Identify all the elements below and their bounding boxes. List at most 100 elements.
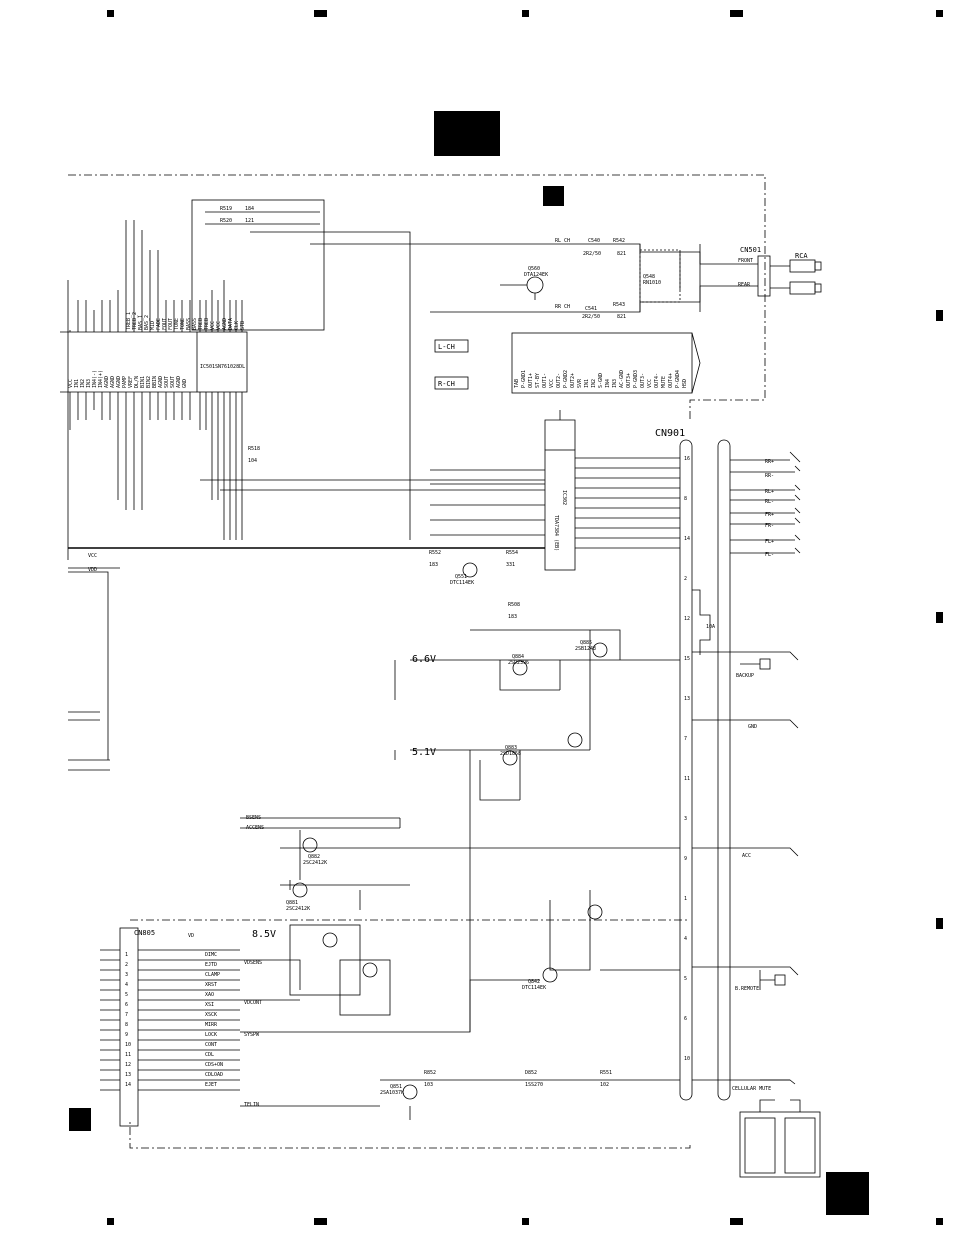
q851-part: 2SA1037K <box>380 1090 404 1096</box>
r520-value: 121 <box>245 218 254 224</box>
ic501-pin-label: VCC <box>216 321 222 330</box>
q881-part: 2SC2412K <box>286 906 310 912</box>
ic-pin-label: VCC <box>68 379 74 388</box>
cn805-pin-number: 10 <box>125 1042 131 1048</box>
b6v-label: 6.6V <box>412 654 436 665</box>
registration-mark <box>730 10 743 17</box>
ic302-pin-table-label: MUTE <box>661 376 667 388</box>
cn901-pin-number: 16 <box>684 456 690 462</box>
ic-pin-label: IN4(-) <box>92 370 98 388</box>
q884-label: Q884 <box>512 654 524 660</box>
cn901-pin-number: 12 <box>684 616 690 622</box>
ic302-pin-table-label: OUT1- <box>542 373 548 388</box>
cn501-label: CN501 <box>740 246 761 254</box>
rr-ch-label: RR CH <box>555 304 570 310</box>
page-tab-block <box>826 1172 869 1215</box>
ic501-pin-label: FOUT <box>168 318 174 330</box>
r542-label: R542 <box>613 238 625 244</box>
ic-pin-label: AGND <box>176 376 182 388</box>
q842-label: Q842 <box>528 979 540 985</box>
c540-value: 2R2/50 <box>583 251 601 257</box>
ic302-pin-table-label: P-GND4 <box>675 370 681 388</box>
rr-minus-label: RR- <box>765 473 774 479</box>
ic-pin-label: IN1 <box>74 379 80 388</box>
r552-value: 183 <box>429 562 438 568</box>
ic501-pin-label: CLK <box>234 321 240 330</box>
rl-plus-label: RL+ <box>765 489 774 495</box>
ic302-pin-table-label: IN2 <box>591 379 597 388</box>
q560-label: Q560 <box>528 266 540 272</box>
cn901-pin-number: 14 <box>684 536 690 542</box>
ic501-pin-label: MID <box>150 321 156 330</box>
cn805-label: CN805 <box>134 929 155 937</box>
cn901-pin-number: 2 <box>684 576 687 582</box>
ic302-pin-table-label: P-GND1 <box>521 370 527 388</box>
cn805-pin-number: 1 <box>125 952 128 958</box>
vdd-label: VDD <box>88 567 97 573</box>
cn901-pin-number: 1 <box>684 896 687 902</box>
ic501-pin-label: DATA <box>228 318 234 330</box>
r518-label: R518 <box>248 446 260 452</box>
ic-pin-label: AGND <box>116 376 122 388</box>
section-marker-block <box>543 186 564 206</box>
r520-label: R520 <box>220 218 232 224</box>
cn805-pin-number: 12 <box>125 1062 131 1068</box>
cellular-mute-label: CELLULAR MUTE <box>732 1086 771 1092</box>
ic-pin-label: BIN2 <box>146 376 152 388</box>
cn805-pin-label: MIRR <box>205 1022 218 1028</box>
ic501-pin-label: FADE <box>156 318 162 330</box>
cn901-pin-number: 13 <box>684 696 690 702</box>
ic-pin-label: GND <box>182 379 188 388</box>
cn805-pin-label: CONT <box>205 1042 217 1048</box>
cn805-pin-number: 13 <box>125 1072 131 1078</box>
cn805-pin-number: 11 <box>125 1052 131 1058</box>
cn901-pin-number: 10 <box>684 1056 690 1062</box>
r543-label: R543 <box>613 302 625 308</box>
registration-mark <box>730 1218 743 1225</box>
q884-part: 2SD2396 <box>508 660 529 666</box>
ic501-label: IC501 <box>200 364 215 370</box>
rl-minus-label: RL- <box>765 499 774 505</box>
ic-pin-label: IN4(+) <box>98 370 104 388</box>
ic-pin-label: SOUT <box>164 376 170 388</box>
ic501-pin-label: TREB_2 <box>132 312 138 330</box>
registration-mark <box>936 918 943 929</box>
q881-label: Q881 <box>286 900 298 906</box>
ic501-pin-label: TREB <box>204 318 210 330</box>
ic302-pin-table-label: TAB <box>514 379 520 388</box>
ic501-pin-label: TREB_1 <box>126 312 132 330</box>
backup-label: BACKUP <box>736 673 754 679</box>
cn805-pin-number: 5 <box>125 992 128 998</box>
cn805-pin-number: 2 <box>125 962 128 968</box>
ic302-pin-table-label: OUT1+ <box>528 373 534 388</box>
registration-mark <box>936 612 943 623</box>
ic302-pin-table-label: OUT3+ <box>626 373 632 388</box>
cn901-pin-number: 4 <box>684 936 687 942</box>
ic501-pin-label: BAS_1 <box>138 315 144 330</box>
cn901-pin-number: 9 <box>684 856 687 862</box>
registration-mark <box>936 10 943 17</box>
cn805-pin-label: XAO <box>205 992 214 998</box>
ic501-pin-label: TREB <box>198 318 204 330</box>
rr-plus-label: RR+ <box>765 459 774 465</box>
acc-label: ACC <box>742 853 751 859</box>
ic501-pin-label: VCC <box>210 321 216 330</box>
ic302-pin-table-label: VCC <box>549 379 555 388</box>
q882-part: 2SC2412K <box>303 860 327 866</box>
registration-mark <box>522 10 529 17</box>
ic-pin-label: BIN1 <box>140 376 146 388</box>
registration-mark <box>936 1218 943 1225</box>
bsens-label: BSENS <box>246 815 261 821</box>
registration-mark <box>314 1218 327 1225</box>
ic302-pin-table-label: IN4 <box>605 379 611 388</box>
cn901-pin-number: 3 <box>684 816 687 822</box>
telin-label: TELIN <box>244 1102 259 1108</box>
ic302-pin-table-label: OUT4+ <box>668 373 674 388</box>
cn805-pin-number: 8 <box>125 1022 128 1028</box>
vdsens-label: VDSENS <box>244 960 262 966</box>
cn901-label: CN901 <box>655 428 685 439</box>
q548-label: Q548 <box>643 274 655 280</box>
b85v-label: 8.5V <box>252 929 276 940</box>
ic-pin-label: IN3 <box>86 379 92 388</box>
ic-pin-label: BBIN <box>152 376 158 388</box>
